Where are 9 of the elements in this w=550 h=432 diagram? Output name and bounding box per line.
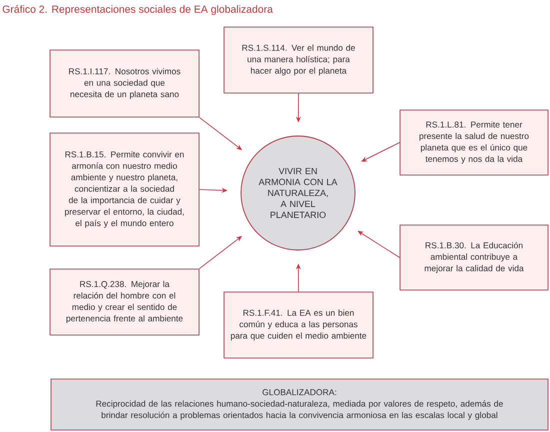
quote-box: RS.1.F.41. La EA es un bien común y educa a las personas para que cuiden el medio ambiente bbox=[224, 292, 374, 358]
quote-box: RS.1.I.117. Nosotros vivimos en una sociedad que necesita de un planeta sano bbox=[50, 50, 200, 118]
quote-box: RS.1.S.114. Ver el mundo de una manera holística; para hacer algo por el planeta bbox=[224, 26, 374, 94]
quote-box: RS.1.B.15. Permite convivir en armonía con nuestro medio ambiente y nuestro planeta, concientizar a la sociedad de la importancia de cuidar y preservar el entorno, la ciudad, el país y el mundo entero bbox=[50, 132, 200, 246]
title: Gráfico 2. Representaciones sociales de EA globalizadora bbox=[2, 5, 273, 15]
summary-box: GLOBALIZADORA: Reciprocidad de las relaciones humano-sociedad-naturaleza, mediada por valores de respeto, además de brindar resolución a problemas orientados hacia la convivencia armoniosa en las escalas local y global bbox=[50, 378, 548, 430]
quote-box: RS.1.B.30. La Educación ambiental contribuye a mejorar la calidad de vida bbox=[400, 224, 548, 290]
quote-box: RS.1.Q.238. Mejorar la relación del hombre con el medio y crear el sentido de pertenencia frente al ambiente bbox=[50, 268, 200, 336]
quote-box: RS.1.L.81. Permite tener presente la salud de nuestro planeta que es el único que tenemos y nos da la vida bbox=[400, 110, 548, 176]
